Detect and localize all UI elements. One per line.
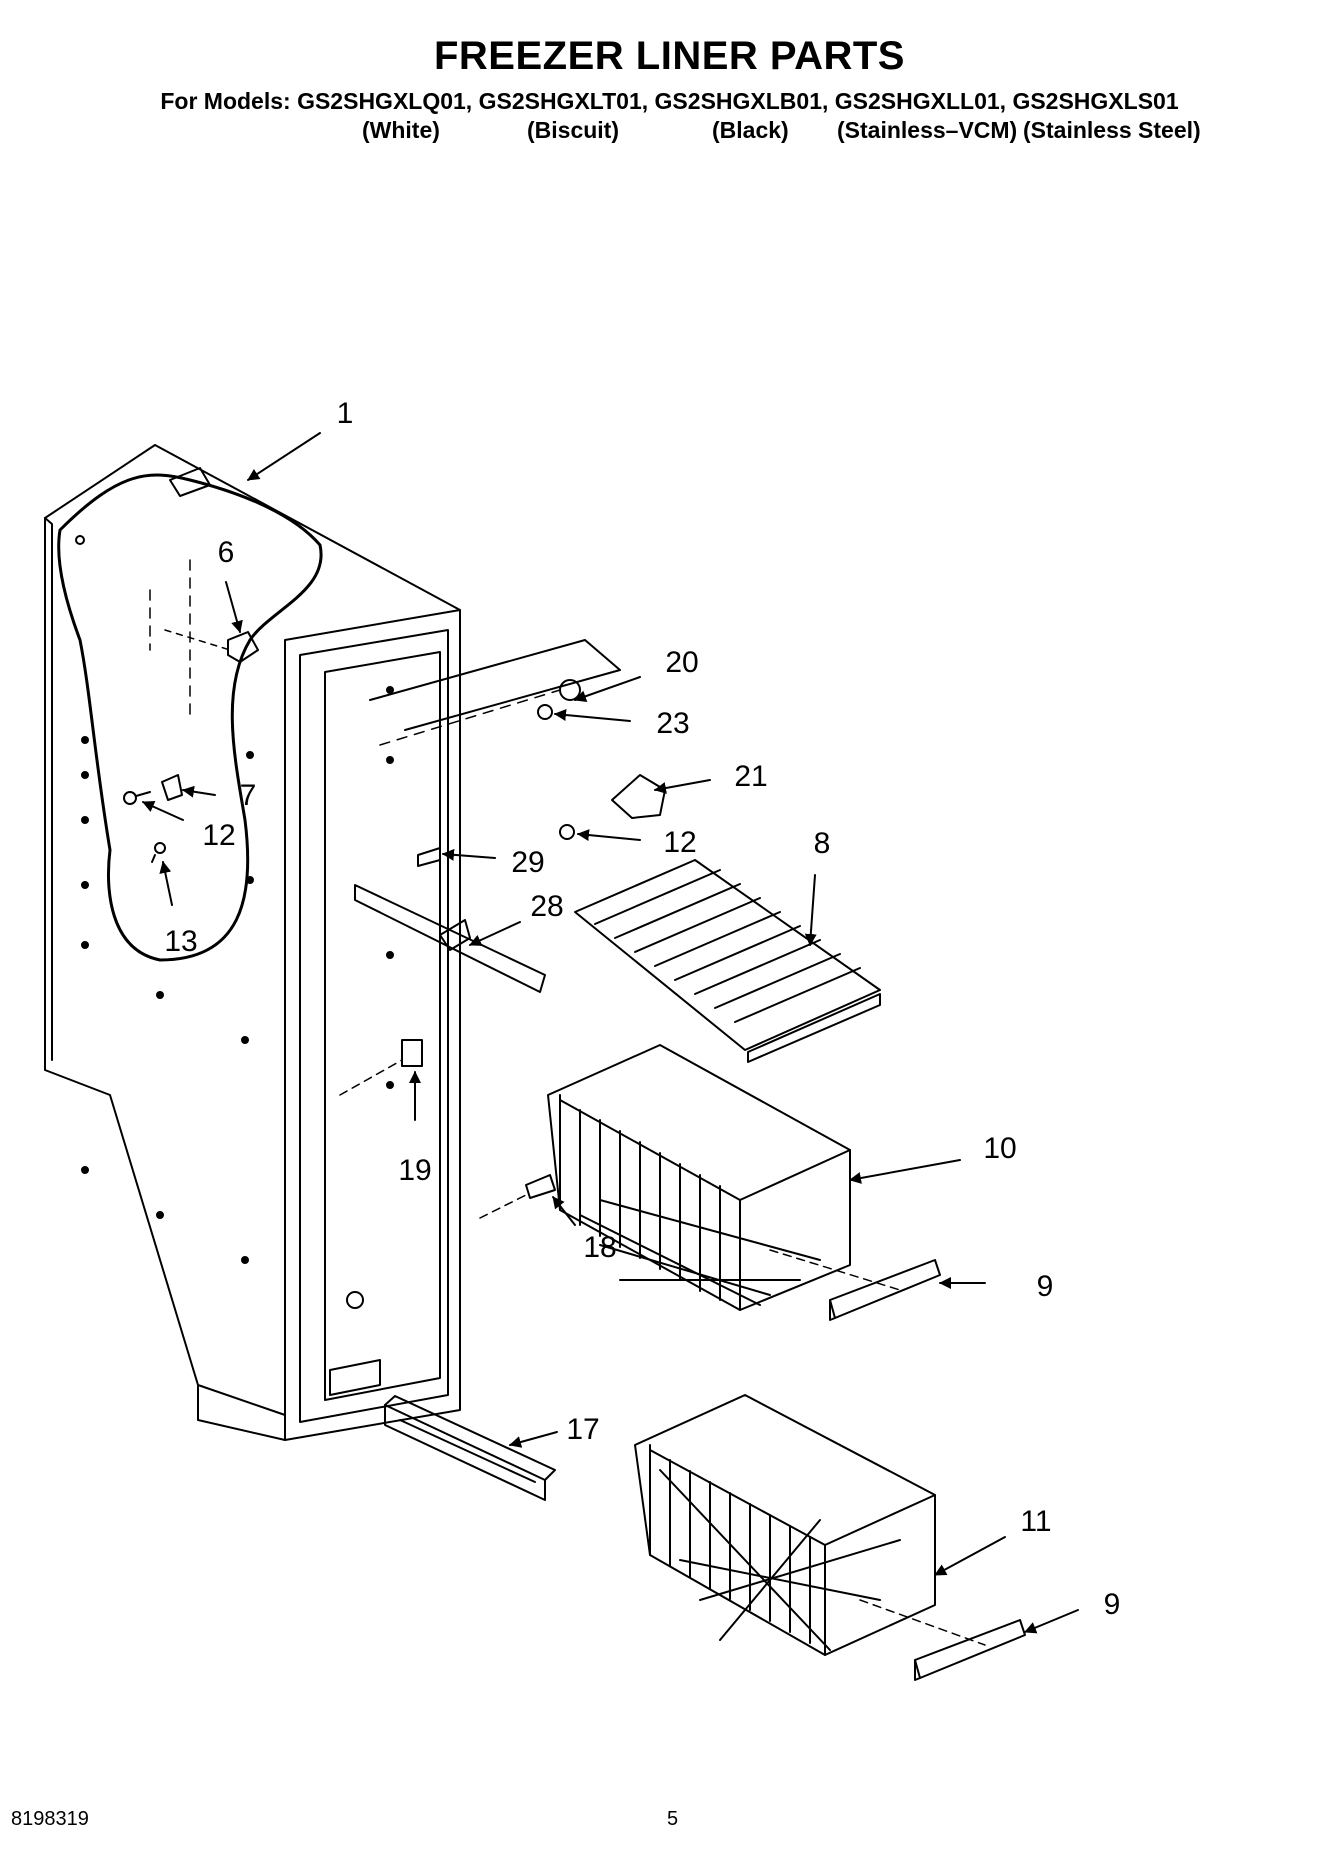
variant-stainless-steel: (Stainless Steel) [1023,117,1201,143]
callout-6: 6 [217,536,235,569]
page-number: 5 [667,1808,679,1830]
variant-black: (Black) [712,117,789,143]
freezer-liner-part-1 [44,444,461,1441]
part-21-support [611,774,666,819]
part-19-switch [339,1039,423,1096]
callout-29: 29 [511,846,545,879]
part-29-screw [417,847,441,867]
part-20-fitting [369,639,621,746]
models-line: For Models: GS2SHGXLQ01, GS2SHGXLT01, GS… [160,88,1179,114]
variant-white: (White) [362,117,440,143]
part-12-screw-right [559,824,575,840]
callout-7: 7 [239,779,257,812]
callout-18: 18 [583,1231,617,1264]
callout-11: 11 [1020,1505,1052,1538]
part-9-trim-upper [769,1249,941,1321]
part-9-trim-lower [859,1599,1026,1681]
part-23-screw [537,704,553,720]
callout-21: 21 [734,760,768,793]
part-17-cover [384,1395,556,1501]
callout-10: 10 [983,1132,1017,1165]
document-number: 8198319 [11,1808,89,1830]
part-13-screw [151,842,166,863]
callout-13: 13 [164,925,198,958]
callout-28: 28 [530,890,564,923]
callout-23: 23 [656,707,690,740]
callout-1: 1 [336,397,354,430]
part-10-upper-basket [547,1044,851,1311]
callout-8: 8 [813,827,831,860]
part-12-screw-left [123,791,151,805]
part-6-clip [227,631,259,663]
part-7-bracket [161,774,183,801]
callout-9-upper: 9 [1036,1270,1054,1303]
callout-19: 19 [398,1154,432,1187]
callout-20: 20 [665,646,699,679]
variant-biscuit: (Biscuit) [527,117,619,143]
callout-17: 17 [566,1413,600,1446]
callout-12-right: 12 [663,826,697,859]
part-11-lower-basket [634,1394,936,1656]
callout-12-left: 12 [202,819,236,852]
callout-leaders [142,432,1079,1634]
callout-9-lower: 9 [1103,1588,1121,1621]
part-28-bracket [354,884,546,993]
variant-stainless-vcm: (Stainless–VCM) [837,117,1018,143]
part-8-wire-shelf [574,859,881,1063]
part-18-screw [479,1174,556,1219]
page-title: FREEZER LINER PARTS [433,34,905,78]
